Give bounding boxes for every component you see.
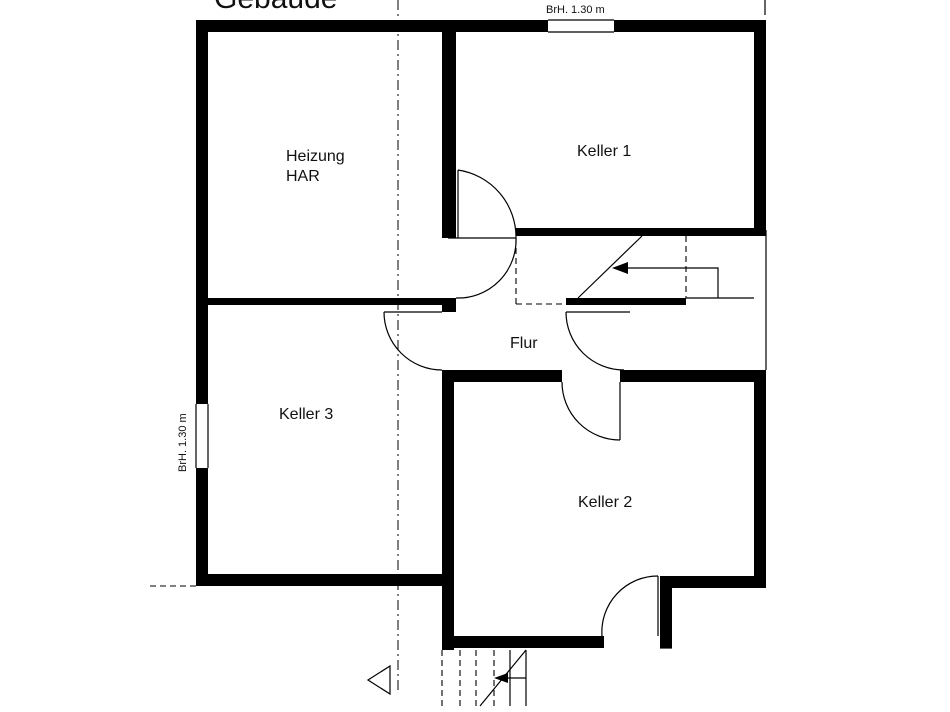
ext-stair-arrow-head [494, 673, 508, 683]
building-title: Gebäude [214, 0, 337, 15]
wall-bottom-keller3 [196, 574, 454, 586]
room-label-flur: Flur [510, 335, 538, 352]
room-label-keller3: Keller 3 [279, 406, 333, 423]
wall-left-upper [196, 20, 208, 404]
stair-arrow-head [612, 262, 628, 274]
wall-flur-bottom-left [442, 370, 562, 382]
wall-heizung-bottom [208, 298, 442, 305]
wall-keller2-bottom [442, 636, 604, 648]
door-right-arc [565, 311, 625, 371]
room-label-keller2: Keller 2 [578, 494, 632, 511]
room-label-har: HAR [286, 168, 320, 185]
wall-stair-landing [566, 298, 686, 305]
door-keller2-arc [561, 381, 621, 441]
room-label-heizung: Heizung [286, 148, 345, 165]
wall-left-lower [196, 468, 208, 586]
wall-keller1-bottom [516, 228, 766, 236]
wall-top-left [196, 20, 548, 32]
left-window-label: BrH. 1.30 m [177, 413, 189, 472]
wall-right-lower [754, 370, 766, 588]
wall-top-right [614, 20, 766, 32]
wall-heizung-keller1 [442, 20, 456, 238]
wall-keller2-left [442, 370, 454, 650]
top-window-label: BrH. 1.30 m [546, 4, 605, 16]
stair-arrow-line [626, 267, 719, 298]
wall-keller2-notch-side [660, 576, 672, 648]
wall-post [442, 298, 456, 312]
section-marker-triangle [366, 664, 391, 696]
door-heizung-arc [457, 169, 517, 239]
door-keller3-arc [383, 311, 443, 371]
stair-diagonal [577, 235, 643, 299]
room-label-keller1: Keller 1 [577, 143, 631, 160]
wall-right-upper [754, 20, 766, 230]
door-flur-arc [455, 237, 517, 299]
wall-flur-bottom-right [620, 370, 766, 382]
door-exterior-arc [601, 575, 659, 637]
wall-keller2-notch-top [660, 576, 766, 588]
